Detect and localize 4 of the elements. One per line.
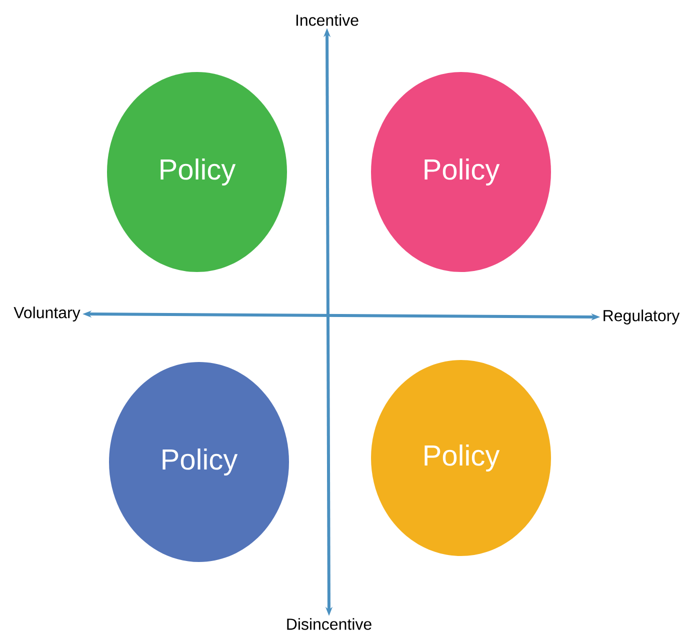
axis-label: Incentive	[296, 14, 358, 26]
axis-label: Regulatory	[604, 310, 680, 324]
axis-label: Disincentive	[287, 618, 372, 630]
axis-label: Voluntary	[14, 306, 80, 322]
